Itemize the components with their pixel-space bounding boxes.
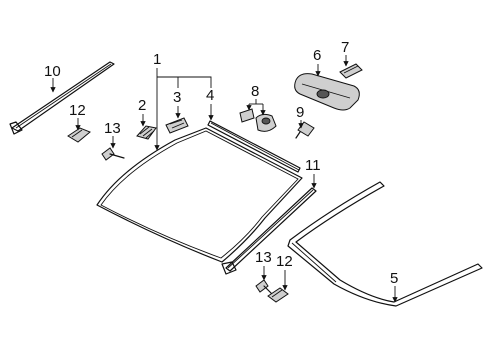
part-5-weatherstrip (287, 181, 483, 307)
callout-7: 7 (341, 39, 349, 56)
callout-5: 5 (390, 270, 398, 287)
part-1-windshield-glass (96, 127, 303, 263)
callout-9: 9 (296, 104, 304, 121)
callout-13-upper: 13 (104, 120, 121, 137)
callout-8: 8 (251, 83, 259, 100)
callout-10: 10 (44, 63, 61, 80)
part-4-upper-molding (207, 120, 301, 173)
callout-3: 3 (173, 89, 181, 106)
part-12-clip-upper (67, 127, 91, 143)
part-11-side-molding (221, 187, 317, 275)
part-13-pin-lower (255, 279, 273, 295)
callout-labels: 10 1 2 3 4 6 7 8 9 11 12 13 13 12 5 (44, 39, 398, 287)
leader-lines (50, 55, 398, 303)
callout-12-upper: 12 (69, 102, 86, 119)
callout-4: 4 (206, 87, 214, 104)
callout-12-lower: 12 (276, 253, 293, 270)
part-2-clip (136, 125, 157, 140)
callout-1: 1 (153, 51, 161, 68)
part-6-rearview-mirror (294, 73, 360, 111)
part-8-sensor-cover (239, 108, 277, 132)
part-7-mirror-mount (339, 63, 363, 79)
part-9-clip (295, 121, 315, 139)
callout-11: 11 (305, 157, 321, 174)
callout-2: 2 (138, 97, 146, 114)
part-10-drip-molding (9, 61, 115, 135)
callout-6: 6 (313, 47, 321, 64)
part-3-bracket (165, 117, 189, 134)
part-12-clip-lower (267, 287, 289, 303)
callout-13-lower: 13 (255, 249, 272, 266)
part-13-pin-upper (101, 147, 125, 161)
